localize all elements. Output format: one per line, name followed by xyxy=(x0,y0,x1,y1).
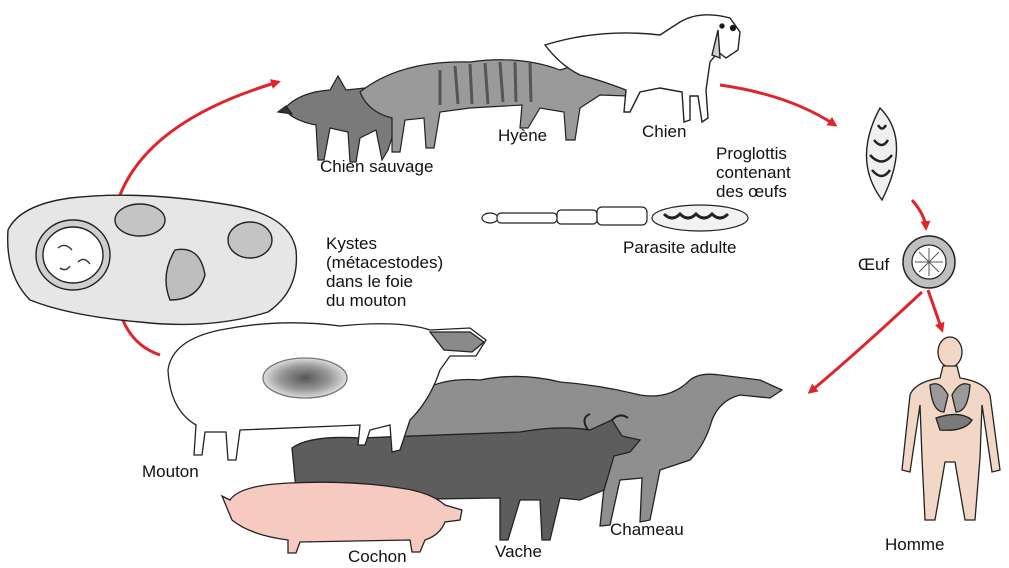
arrow-egg-to-livestock xyxy=(810,292,922,392)
label-parasite-adulte: Parasite adulte xyxy=(623,238,736,257)
human-illustration xyxy=(902,337,1000,520)
proglottis-illustration xyxy=(866,108,896,200)
liver-illustration xyxy=(8,195,297,324)
label-hyene: Hyène xyxy=(498,126,547,145)
label-mouton: Mouton xyxy=(142,462,199,481)
label-kystes: Kystes (métacestodes) dans le foie du mo… xyxy=(326,234,443,310)
label-cochon: Cochon xyxy=(348,547,407,566)
egg-illustration xyxy=(903,236,955,288)
arrow-liver-to-wild-dog xyxy=(120,82,278,195)
label-chien: Chien xyxy=(642,122,686,141)
label-oeuf: Œuf xyxy=(858,255,889,274)
arrow-proglottis-to-egg xyxy=(912,200,926,228)
label-chien-sauvage: Chien sauvage xyxy=(320,157,433,176)
adult-parasite-illustration xyxy=(482,205,748,231)
arrow-dog-to-proglottis xyxy=(720,85,835,125)
label-homme: Homme xyxy=(885,535,945,554)
label-vache: Vache xyxy=(495,542,542,561)
label-proglottis: Proglottis contenant des œufs xyxy=(716,144,791,201)
label-chameau: Chameau xyxy=(610,520,684,539)
arrow-egg-to-human xyxy=(928,290,942,330)
